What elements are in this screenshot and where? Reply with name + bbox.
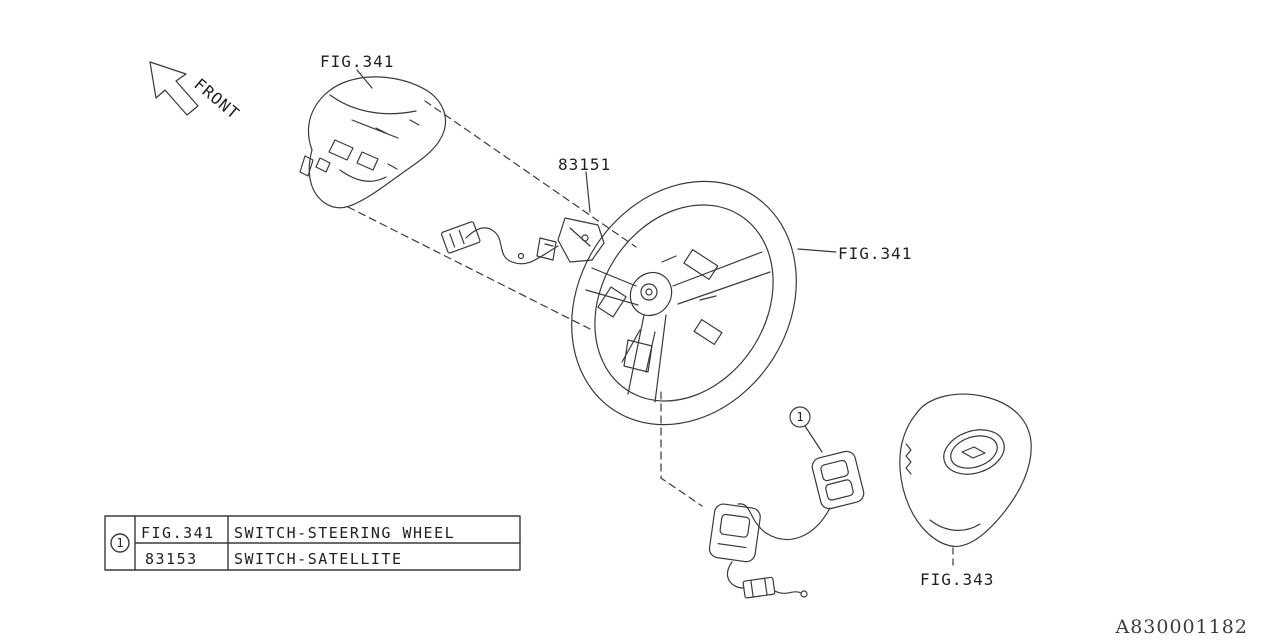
leader-line-fig341-top <box>356 69 373 89</box>
airbag-module-drawing <box>899 393 1032 569</box>
front-label: FRONT <box>190 75 243 124</box>
front-direction-arrow-icon <box>149 61 199 116</box>
alignment-dashes-cover <box>347 100 637 331</box>
steering-wheel-drawing <box>571 180 797 426</box>
legend-row1-desc: SWITCH-STEERING WHEEL <box>234 524 455 542</box>
doc-number: A830001182 <box>1114 616 1248 638</box>
part-83151-drawing <box>440 217 605 265</box>
label-83151: 83151 <box>558 155 611 174</box>
label-fig341-top: FIG.341 <box>320 52 394 71</box>
legend-callout-number: 1 <box>116 536 123 550</box>
steering-wheel-cover-drawing <box>299 76 447 209</box>
legend-row1-ref: FIG.341 <box>141 524 215 542</box>
satellite-switch-drawing <box>708 450 865 599</box>
legend-row2-desc: SWITCH-SATELLITE <box>234 550 403 568</box>
leader-line-83151 <box>585 171 591 213</box>
label-fig343: FIG.343 <box>920 570 994 589</box>
callout-1-number: 1 <box>796 410 803 424</box>
legend-row2-ref: 83153 <box>145 550 198 568</box>
legend-table-grid <box>104 515 521 571</box>
callout-1-badge <box>789 406 823 453</box>
leader-line-fig341-right <box>797 248 837 253</box>
label-fig341-right: FIG.341 <box>838 244 912 263</box>
alignment-dashes-switch <box>660 391 703 507</box>
